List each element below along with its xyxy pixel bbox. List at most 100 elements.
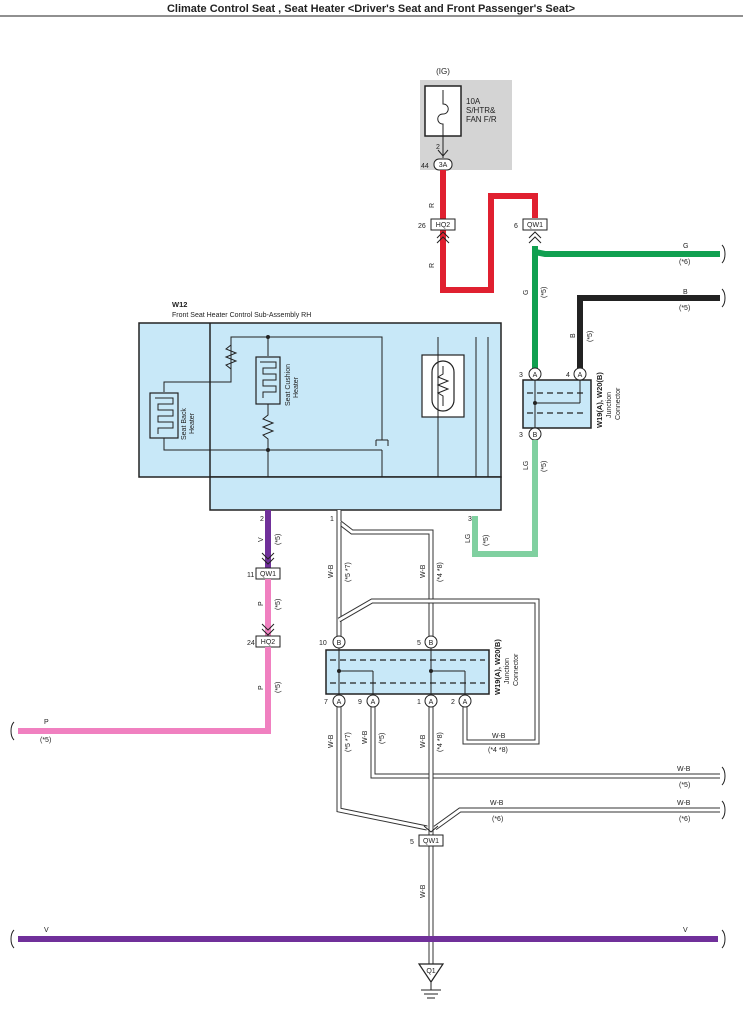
wire-label-b2: B: [570, 333, 577, 338]
wire-label-p1: P: [258, 601, 265, 606]
wire-label-wb9-note: (*6): [679, 816, 690, 823]
wire-label-r1: R: [429, 203, 436, 208]
wire-break-icon: [721, 244, 726, 264]
wire-label-lg2-note: (*5): [483, 535, 490, 546]
w12-pin-1: 1: [330, 516, 334, 523]
jc-upper-a2-label: A: [578, 372, 583, 379]
jc-lower-pin-5: 5: [417, 640, 421, 647]
qw1-box: [522, 218, 548, 231]
wire-label-v-note: (*5): [275, 534, 282, 545]
wire-black: [577, 295, 720, 370]
hq2-label: HQ2: [436, 222, 451, 229]
qw1-pin-11: 11: [247, 572, 254, 579]
w12-name: Front Seat Heater Control Sub-Assembly R…: [172, 312, 311, 319]
wire-break-icon: [10, 929, 15, 949]
fuse-name-1: S/HTR&: [466, 106, 496, 115]
wire-label-wb2-note: (*4 *8): [437, 562, 444, 582]
wire-label-b2-note: (*5): [587, 331, 594, 342]
wire-break-icon: [721, 288, 726, 308]
wire-label-wb5-note: (*4 *8): [437, 732, 444, 752]
jc-lower-a4: [458, 694, 472, 708]
hq2-pin-24: 24: [247, 640, 255, 647]
jc-lower-box: [325, 649, 490, 695]
wire-label-lg-note: (*5): [541, 461, 548, 472]
wire-label-wb6: W-B: [492, 733, 506, 740]
wire-wb-group: [336, 510, 720, 964]
w12-pin-3: 3: [468, 516, 472, 523]
qw1-label: QW1: [527, 222, 543, 229]
seat-cushion-label-1: Seat Cushion: [285, 364, 292, 406]
hq2-chevron-icon: [436, 231, 450, 244]
jc-lower-name-3: Connector: [513, 653, 520, 686]
jc-lower-pin-10: 10: [319, 640, 327, 647]
wire-label-lg: LG: [523, 461, 530, 470]
fuse-icon: [437, 90, 449, 136]
wire-label-wb7-note: (*5): [679, 782, 690, 789]
w12-bottom-box: [209, 476, 502, 511]
jc-lower-a2-label: A: [371, 699, 376, 706]
wire-label-b-note: (*5): [679, 305, 690, 312]
jc-lower-name-2: Junction: [504, 658, 511, 684]
wire-label-wb7: W-B: [677, 766, 691, 773]
wire-label-g2-note: (*5): [541, 287, 548, 298]
wire-label-wb5: W-B: [420, 734, 427, 748]
fuse-pin-top: 2: [436, 144, 440, 151]
wire-label-wb2: W-B: [420, 564, 427, 578]
wire-label-wb1-note: (*5 *7): [345, 562, 352, 582]
wire-break-icon: [10, 721, 15, 741]
diagram-title: Climate Control Seat , Seat Heater <Driv…: [167, 3, 575, 15]
connector-qw1-upper: 6 QW1: [514, 218, 548, 244]
fuse-ig-label: (IG): [436, 67, 450, 76]
jc-upper-name-2: Junction: [606, 392, 613, 418]
jc-upper-a1-label: A: [533, 372, 538, 379]
wire-label-wb3-note: (*5 *7): [345, 732, 352, 752]
seat-cushion-label-2: Heater: [293, 376, 300, 398]
wire-label-wb1: W-B: [328, 564, 335, 578]
jc-lower-pin-9: 9: [358, 699, 362, 706]
connector-qw1-mid: 11 QW1: [247, 567, 281, 580]
wire-label-r2: R: [429, 263, 436, 268]
connector-qw1-bottom: 5 QW1: [410, 834, 444, 847]
seat-back-label-1: Seat Back: [181, 408, 188, 440]
wire-label-wb6-note: (*4 *8): [488, 747, 508, 754]
jc-lower-a1: [332, 694, 346, 708]
wire-label-wb8-note: (*6): [492, 816, 503, 823]
wire-label-v: V: [258, 537, 265, 542]
w12-pin-2: 2: [260, 516, 264, 523]
hq2-pin-26: 26: [418, 223, 426, 230]
connector-hq2-mid: 24 HQ2: [247, 635, 281, 648]
jc-lower-a3: [424, 694, 438, 708]
jc-lower-b1: [332, 635, 346, 649]
wire-label-lg2: LG: [465, 534, 472, 543]
wire-label-wb4-note: (*5): [379, 733, 386, 744]
wire-label-g: G: [683, 243, 688, 250]
jc-lower-b1-label: B: [337, 640, 342, 647]
wire-break-icon: [721, 766, 726, 786]
fuse-rating: 10A: [466, 97, 481, 106]
jc-upper-pin-3b: 3: [519, 432, 523, 439]
jc-lower-a3-label: A: [429, 699, 434, 706]
component-w12: W12 Front Seat Heater Control Sub-Assemb…: [138, 300, 502, 523]
junction-connector-lower: 10 B 5 B 7 A 9 A 1 A 2 A W19(A), W20(B) …: [319, 635, 520, 708]
jc-upper-name-1: W19(A), W20(B): [595, 372, 604, 428]
jc-lower-pin-7: 7: [324, 699, 328, 706]
jc-lower-a4-label: A: [463, 699, 468, 706]
seat-back-label-2: Heater: [189, 412, 196, 434]
chevron-icon: [423, 825, 439, 833]
fuse-pin-left: 44: [421, 163, 429, 170]
jc-lower-b2-label: B: [429, 640, 434, 647]
w12-id: W12: [172, 300, 187, 309]
wire-pink-2: [18, 647, 271, 734]
chevron-icon: [261, 552, 275, 565]
fuse-conn-label: 3A: [439, 162, 448, 169]
hq2-mid-label: HQ2: [261, 639, 276, 646]
jc-upper-box: [522, 379, 592, 429]
fuse-chevron-icon: [437, 149, 449, 157]
fuse-block: (IG) 10A S/HTR& FAN F/R 2 44 3A: [420, 67, 512, 171]
wire-label-wb9: W-B: [677, 800, 691, 807]
jc-upper-a2: [573, 367, 587, 381]
wire-label-wb8: W-B: [490, 800, 504, 807]
wire-label-wb3: W-B: [328, 734, 335, 748]
ground-triangle-icon: [417, 963, 445, 984]
wire-break-icon: [721, 929, 726, 949]
